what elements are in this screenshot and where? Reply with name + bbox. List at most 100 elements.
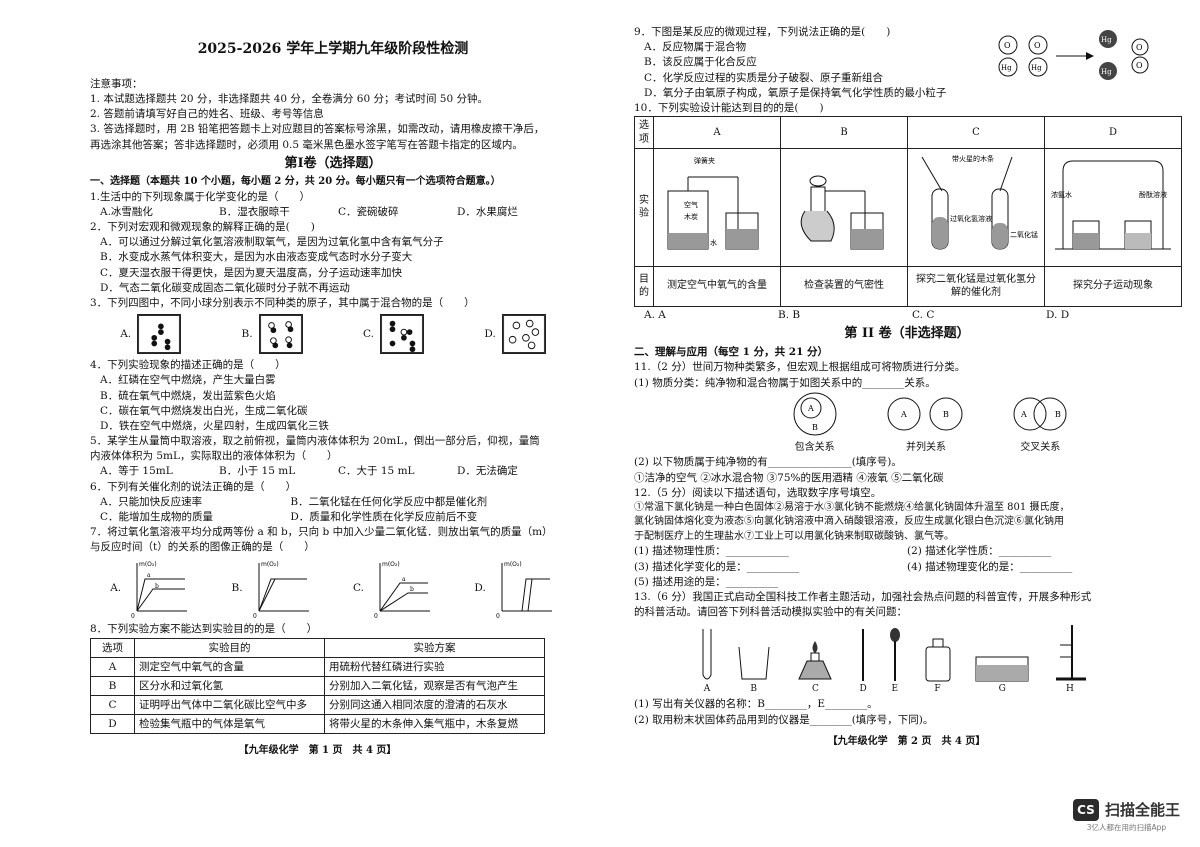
page-footer: 【九年级化学 第 1 页 共 4 页】 <box>238 745 397 757</box>
venn-label: A <box>1020 410 1027 419</box>
atom-label: O <box>1136 43 1143 52</box>
q3-option-c: C. <box>363 314 424 355</box>
test-tube-icon <box>702 629 712 680</box>
table-header: D <box>1044 116 1182 150</box>
note-line: 再选涂其他答案；答非选择题时，必须用 0.5 毫米黑色墨水签字笔写在答题卡指定的… <box>90 138 523 151</box>
q7-stem-cont: 与反应时间（t）的关系的图像正确的是（ ） <box>90 541 315 554</box>
atom-label: Hg <box>1101 68 1112 76</box>
q10-option: B. B <box>778 308 801 321</box>
q3-option-b: B. <box>242 314 303 355</box>
apparatus-b <box>800 175 884 250</box>
particle-box-c <box>380 314 424 355</box>
beaker-icon <box>738 647 770 680</box>
table-header: 选项 <box>634 116 654 150</box>
q13-sub2: (2) 取用粉末状固体药品用到的仪器是________(填序号，下同)。 <box>634 713 934 726</box>
table-header: A <box>653 116 781 150</box>
reagent-bottle-icon <box>925 638 951 682</box>
page-footer: 【九年级化学 第 2 页 共 4 页】 <box>827 735 986 747</box>
table-cell: 分别加入二氧化锰，观察是否有气泡产生 <box>324 675 545 697</box>
q7-ylabel: m(O₂) <box>139 561 157 568</box>
scanner-watermark: CS 扫描全能王 3亿人都在用的扫描App <box>1072 798 1180 833</box>
q7-ylabel: m(O₂) <box>261 561 279 568</box>
table-header: 实验方案 <box>324 637 545 658</box>
q7-label: C. <box>353 582 364 595</box>
table-row: 实验 弹簧夹 空气 木炭 水 <box>634 148 1182 267</box>
q7-graph-b: m(O₂) 0 <box>253 561 309 619</box>
q13-stem-cont: 的科普活动。请回答下列科普活动模拟实验中的有关问题： <box>634 606 907 619</box>
q6-option: B．二氧化锰在任何化学反应中都是催化剂 <box>290 495 488 508</box>
apparatus-a-cell: 弹簧夹 空气 木炭 水 <box>653 148 781 267</box>
relation-caption: 交叉关系 <box>1020 441 1061 453</box>
q2-stem: 2．下列对宏观和微观现象的解释正确的是( ) <box>90 221 315 234</box>
q3-stem: 3．下列四图中，不同小球分别表示不同种类的原子，其中属于混合物的是（ ） <box>90 297 475 309</box>
apparatus-label: 弹簧夹 <box>694 156 715 165</box>
q13-stem: 13.（6 分）我国正式启动全国科技工作者主题活动，加强社会热点问题的科普宣传，… <box>634 590 1092 603</box>
exam-page-1: 2025-2026 学年上学期九年级阶段性检测 注意事项： 1. 本试题选择题共… <box>90 41 576 757</box>
atom-label: O <box>1034 41 1041 50</box>
table-cell: 测定空气中氧气的含量 <box>653 265 781 307</box>
q10-table: 选项 A B C D 实验 弹簧夹 空气 木炭 水 <box>634 116 1182 307</box>
instrument-letter: G <box>998 684 1006 695</box>
table-header: 选项 <box>90 637 135 658</box>
q13-sub1: (1) 写出有关仪器的名称：B________，E________。 <box>634 698 878 711</box>
venn-inclusion: AB <box>793 392 837 436</box>
q8-stem: 8．下列实验方案不能达到实验目的的是（ ） <box>90 623 318 636</box>
q2-option: B．水变成水蒸气体积变大，是因为水由液态变成气态时水分子变大 <box>100 251 413 264</box>
water-trough-icon <box>975 656 1029 682</box>
q1-option: A.冰雪融化 <box>100 205 153 218</box>
q3-option-d: D. <box>484 314 546 355</box>
instrument-iron-stand: H <box>1052 623 1088 695</box>
table-cell: B <box>90 675 135 697</box>
apparatus-label: 二氧化锰 <box>1010 230 1038 239</box>
dropper-icon <box>889 628 900 682</box>
q4-option: D．铁在空气中燃烧，火星四射，生成四氧化三铁 <box>100 419 329 432</box>
part-2-heading: 第 II 卷（非选择题） <box>844 325 970 341</box>
q12-text: 氯化钠固体熔化变为液态⑤向氯化钠溶液中滴入硝酸银溶液，反应生成氯化银白色沉淀⑥氯… <box>634 516 1064 528</box>
q5-option: C．大于 15 mL <box>338 465 415 478</box>
table-cell: 证明呼出气体中二氧化碳比空气中多 <box>134 695 325 716</box>
note-line: 1. 本试题选择题共 20 分，非选择题共 40 分，全卷满分 60 分；考试时… <box>90 93 488 106</box>
instrument-bottle: F <box>923 637 953 695</box>
q7-option-d: D. m(O₂) 0 <box>474 557 555 619</box>
q7-option-c: C. m(O₂) a b 0 <box>353 557 434 619</box>
apparatus-label: 过氧化氢溶液 <box>950 214 992 223</box>
q2-option: C．夏天湿衣服干得更快，是因为夏天温度高，分子运动速率加快 <box>100 266 403 279</box>
q1-option: C．瓷碗破碎 <box>338 205 399 218</box>
glass-rod-icon <box>862 629 865 682</box>
apparatus-label: 酚酞溶液 <box>1139 190 1167 199</box>
exam-page-2: 9．下图是某反应的微观过程，下列说法正确的是( ) A．反应物属于混合物 B．该… <box>600 0 1200 847</box>
q3-label: D. <box>484 328 496 341</box>
watermark-row: CS 扫描全能王 <box>1072 798 1180 821</box>
table-cell: 将带火星的木条伸入集气瓶中，木条复燃 <box>324 714 545 735</box>
q7-graphs: A. m(O₂) a b 0 B. m(O₂) 0 C. m(O <box>90 557 576 619</box>
q7-stem: 7．将过氧化氢溶液平均分成两等份 a 和 b，只向 b 中加入少量二氧化锰．则放… <box>90 526 553 539</box>
q9-option: B．该反应属于化合反应 <box>644 56 757 69</box>
atom-label: Hg <box>1001 64 1012 72</box>
q1-stem: 1.生活中的下列现象属于化学变化的是（ ） <box>90 190 311 203</box>
q9-option: D．氧分子由氧原子构成，氧原子是保持氧气化学性质的最小粒子 <box>644 86 947 99</box>
relation-caption: 包含关系 <box>794 441 835 453</box>
apparatus-label: 水 <box>710 238 717 247</box>
q12-asks-row: (1) 描述物理性质：____________(2) 描述化学性质：______… <box>634 544 1180 558</box>
q12-ask: (4) 描述物理变化的是：__________ <box>907 560 1073 573</box>
relation-caption: 并列关系 <box>905 441 946 453</box>
q4-option: B．硫在氧气中燃烧，发出蓝紫色火焰 <box>100 389 276 402</box>
q7-option-a: A. m(O₂) a b 0 <box>110 557 191 619</box>
atom-label: O <box>1004 41 1011 50</box>
q7-curve-label-a: a <box>147 572 151 579</box>
watermark-app-name: 扫描全能王 <box>1104 800 1180 819</box>
instrument-alcohol-lamp: C <box>793 637 837 695</box>
q9-option: C．化学反应过程的实质是分子破裂、原子重新组合 <box>644 71 884 84</box>
particle-box-a <box>137 314 182 355</box>
iron-stand-icon <box>1055 625 1086 681</box>
q12-text: ①常温下氯化钠是一种白色固体②易溶于水③氯化钠不能燃烧④给氯化钠固体升温至 80… <box>634 501 1070 513</box>
q12-asks-row: (3) 描述化学变化的是：__________(4) 描述物理变化的是：____… <box>634 560 1180 574</box>
q5-option: D．无法确定 <box>457 465 518 478</box>
q10-option: A. A <box>644 308 666 321</box>
